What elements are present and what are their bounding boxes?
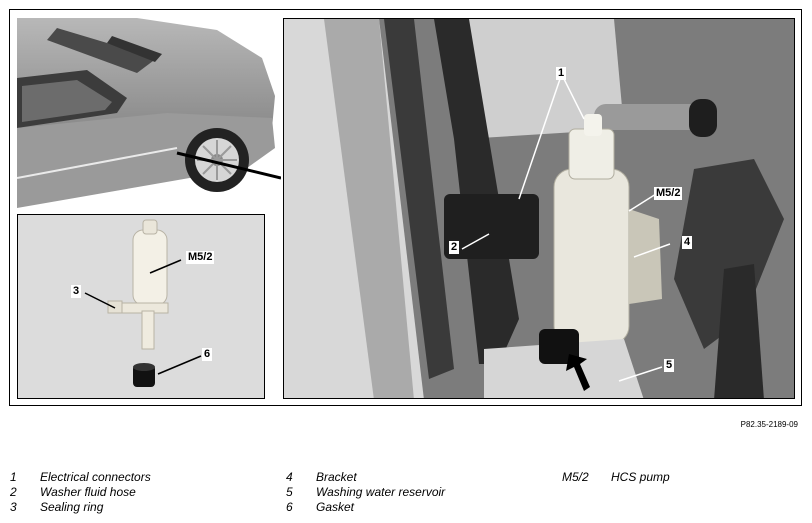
engine-bay-image: 1 2 M5/2 4 5 — [283, 18, 795, 399]
car-illustration — [17, 18, 281, 208]
pump-detail-image: M5/2 3 6 — [17, 214, 265, 399]
car-overview-image — [17, 18, 281, 209]
callout-m52-pump: M5/2 — [186, 251, 215, 264]
legend-label: Bracket — [316, 470, 357, 484]
figure-frame: M5/2 3 6 — [9, 9, 802, 406]
legend-number: 2 — [10, 485, 17, 499]
callout-3: 3 — [71, 285, 82, 298]
legend-number: 6 — [286, 500, 293, 514]
legend-label: Washing water reservoir — [316, 485, 446, 499]
callout-m52-engine: M5/2 — [654, 187, 683, 200]
callout-2: 2 — [449, 241, 460, 254]
legend-number: 1 — [10, 470, 17, 484]
legend-number: 3 — [10, 500, 17, 514]
engine-bay-illustration — [284, 19, 794, 398]
legend-number: 4 — [286, 470, 293, 484]
legend-number: M5/2 — [562, 470, 589, 484]
pump-illustration — [84, 219, 202, 387]
figure-reference-code: P82.35-2189-09 — [740, 420, 798, 429]
legend-number: 5 — [286, 485, 293, 499]
legend-label: Washer fluid hose — [40, 485, 136, 499]
legend-label: HCS pump — [611, 470, 670, 484]
legend-label: Electrical connectors — [40, 470, 151, 484]
callout-6: 6 — [202, 348, 213, 361]
legend-label: Sealing ring — [40, 500, 104, 514]
callout-5: 5 — [664, 359, 675, 372]
callout-1: 1 — [556, 67, 567, 80]
callout-4: 4 — [682, 236, 693, 249]
legend-label: Gasket — [316, 500, 355, 514]
